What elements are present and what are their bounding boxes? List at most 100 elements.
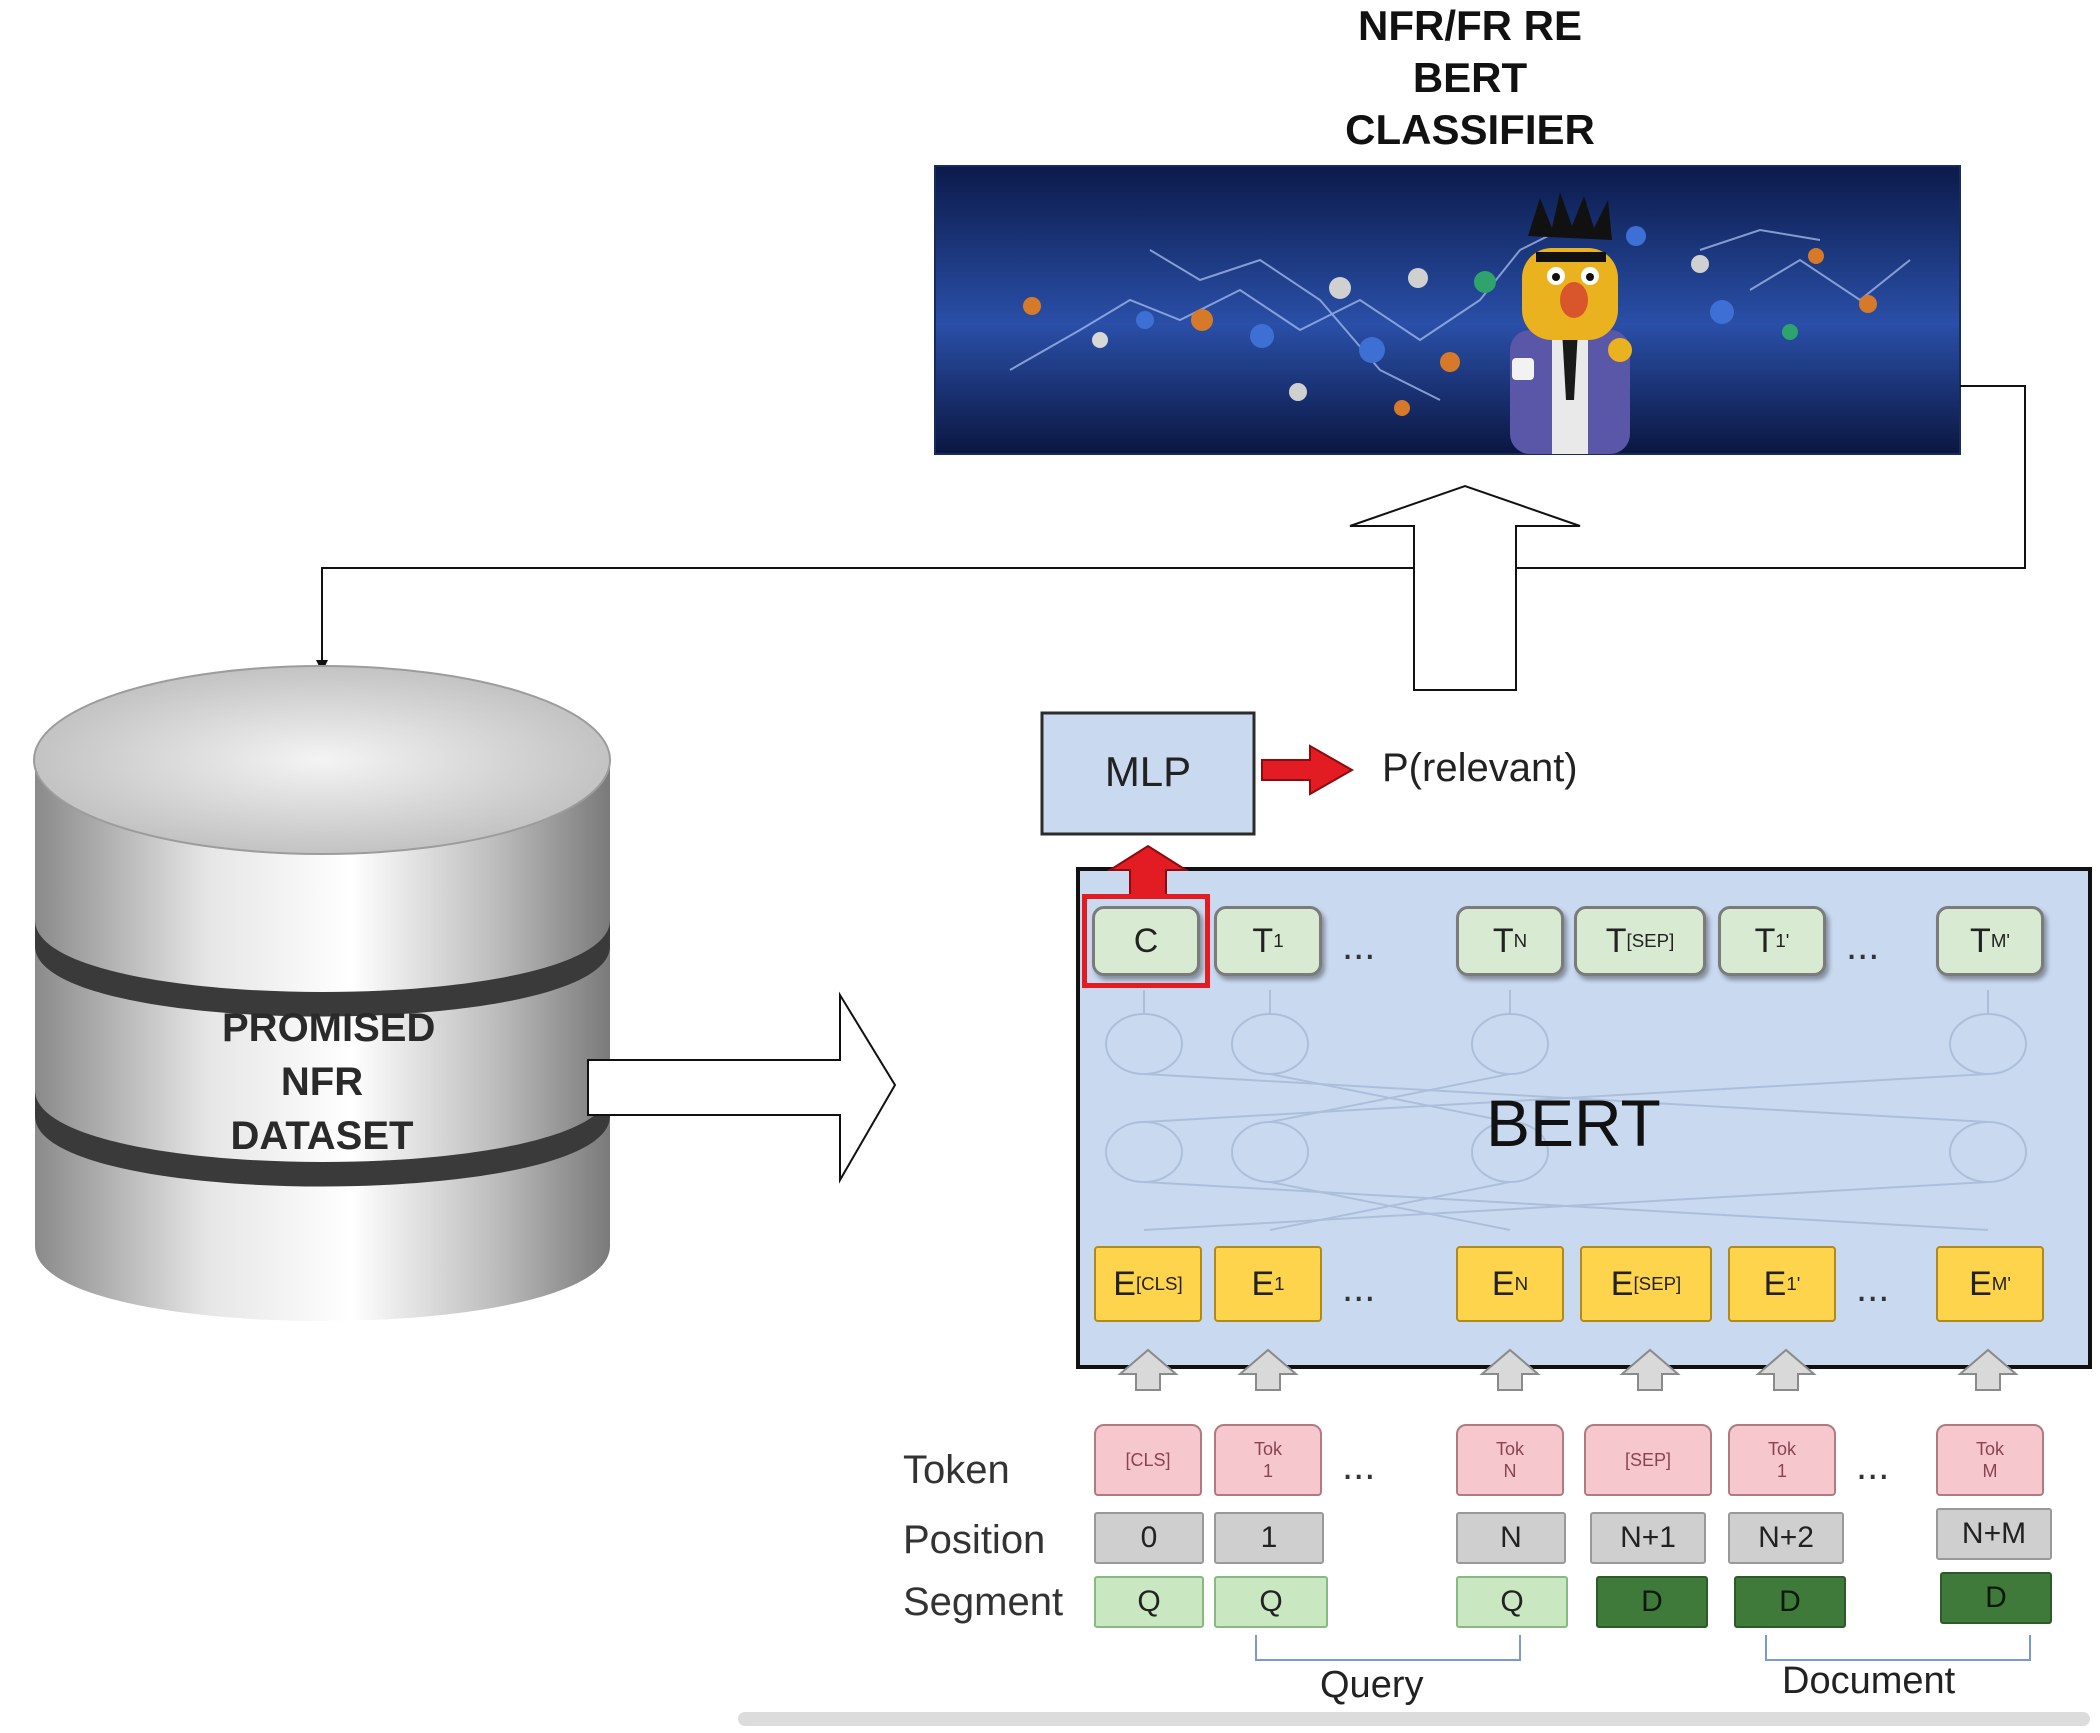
output-box-cls: C [1092, 906, 1200, 976]
output-box-sub: 1 [1775, 930, 1786, 951]
output-box-sub: 1 [1273, 930, 1284, 951]
output-box-main: T [1252, 921, 1274, 960]
token-ellipsis-1: ... [1342, 1444, 1376, 1488]
mlp-box [1040, 711, 1256, 836]
token-line-1: Tok [1767, 1439, 1796, 1459]
segment-box: Q [1214, 1576, 1328, 1628]
position-box: N+1 [1590, 1512, 1706, 1564]
classifier-title-line-2: BERT [1412, 54, 1528, 101]
embedding-box-sub: [CLS] [1135, 1273, 1183, 1294]
bert-label: BERT [1486, 1086, 1661, 1160]
output-box-tsep: T[SEP] [1574, 906, 1706, 976]
token-box: [SEP] [1584, 1424, 1712, 1496]
token-row-label: Token [903, 1448, 1010, 1492]
embedding-box-sub: [SEP] [1633, 1273, 1682, 1294]
embedding-box-cls: E[CLS] [1094, 1246, 1202, 1322]
token-line-1: [SEP] [1624, 1450, 1672, 1470]
embedding-box-sub: N [1514, 1273, 1529, 1294]
p-relevant-label: P(relevant) [1382, 746, 1578, 790]
token-line-2: M [1982, 1461, 1998, 1481]
input-arrows [1117, 1348, 2019, 1391]
segment-box: D [1734, 1576, 1846, 1628]
output-box-sub: M [1990, 930, 2007, 951]
bert-character-icon [1510, 192, 1632, 454]
output-box-main: T [1605, 921, 1627, 960]
embedding-box-esep: E[SEP] [1580, 1246, 1712, 1322]
embedding-box-main: E [1610, 1264, 1634, 1303]
database-cylinder-icon [33, 665, 611, 1321]
embedding-box-sup: ' [1796, 1273, 1801, 1294]
output-box-main: T [1970, 921, 1991, 960]
query-group-label: Query [1320, 1664, 1424, 1706]
embedding-box-sup: ' [2007, 1273, 2011, 1294]
embedding-ellipsis-2: ... [1856, 1266, 1890, 1310]
embedding-ellipsis-1: ... [1342, 1266, 1376, 1310]
position-row-label: Position [903, 1518, 1046, 1562]
red-arrow-right [1261, 744, 1355, 796]
mlp-label: MLP [1104, 748, 1192, 795]
hollow-arrow-up [1349, 484, 1581, 691]
token-ellipsis-2: ... [1856, 1444, 1890, 1488]
position-box: N+2 [1728, 1512, 1844, 1564]
cls-highlight-frame [1082, 894, 1210, 988]
transformer-network [1105, 990, 2027, 1231]
molecule-nodes-icon [1023, 226, 1877, 416]
segment-row-label: Segment [903, 1580, 1064, 1624]
dataset-label-line-2: NFR [280, 1060, 364, 1104]
segment-box: Q [1094, 1576, 1204, 1628]
document-group-label: Document [1782, 1660, 1956, 1702]
output-ellipsis-2: ... [1846, 924, 1880, 968]
token-line-2: N [1503, 1461, 1517, 1481]
position-box: N+M [1936, 1508, 2052, 1560]
token-line-2: 1 [1776, 1461, 1787, 1481]
token-line-1: Tok [1253, 1439, 1282, 1459]
segment-box: D [1940, 1572, 2052, 1624]
output-box-sup: ' [1785, 930, 1790, 951]
embedding-box-main: E [1113, 1264, 1136, 1303]
output-box-sub: N [1513, 930, 1528, 951]
embedding-box-main: E [1491, 1264, 1515, 1303]
red-arrow-up [1106, 844, 1190, 899]
embedding-box-main: E [1969, 1264, 1992, 1303]
dataset-label-line-1: PROMISED [222, 1006, 436, 1050]
classifier-banner [934, 165, 1961, 455]
hollow-arrow-right [587, 991, 897, 1184]
token-line-1: Tok [1975, 1439, 2004, 1459]
query-bracket [1255, 1635, 1521, 1661]
output-box-sub: [SEP] [1626, 930, 1675, 951]
output-box-main: T [1754, 921, 1776, 960]
position-box: N [1456, 1512, 1566, 1564]
classifier-title-line-3: CLASSIFIER [1345, 106, 1595, 153]
embedding-box-sub: 1 [1274, 1273, 1285, 1294]
embedding-box-sub: M [1991, 1273, 2008, 1294]
token-box: [CLS] [1094, 1424, 1202, 1496]
output-box-sup: ' [2006, 930, 2010, 951]
position-box: 0 [1094, 1512, 1204, 1564]
token-line-2: 1 [1262, 1461, 1273, 1481]
token-line-1: Tok [1495, 1439, 1524, 1459]
feedback-connector [316, 385, 2026, 672]
document-bracket [1765, 1635, 2031, 1661]
output-box-main: T [1492, 921, 1514, 960]
classifier-title-line-1: NFR/FR RE [1358, 2, 1582, 49]
dataset-label-line-3: DATASET [230, 1114, 414, 1158]
output-ellipsis-1: ... [1342, 924, 1376, 968]
embedding-box-sub: 1 [1786, 1273, 1797, 1294]
bottom-bar [738, 1712, 2090, 1726]
position-box: 1 [1214, 1512, 1324, 1564]
segment-box: Q [1456, 1576, 1568, 1628]
segment-box: D [1596, 1576, 1708, 1628]
embedding-box-main: E [1251, 1264, 1275, 1303]
